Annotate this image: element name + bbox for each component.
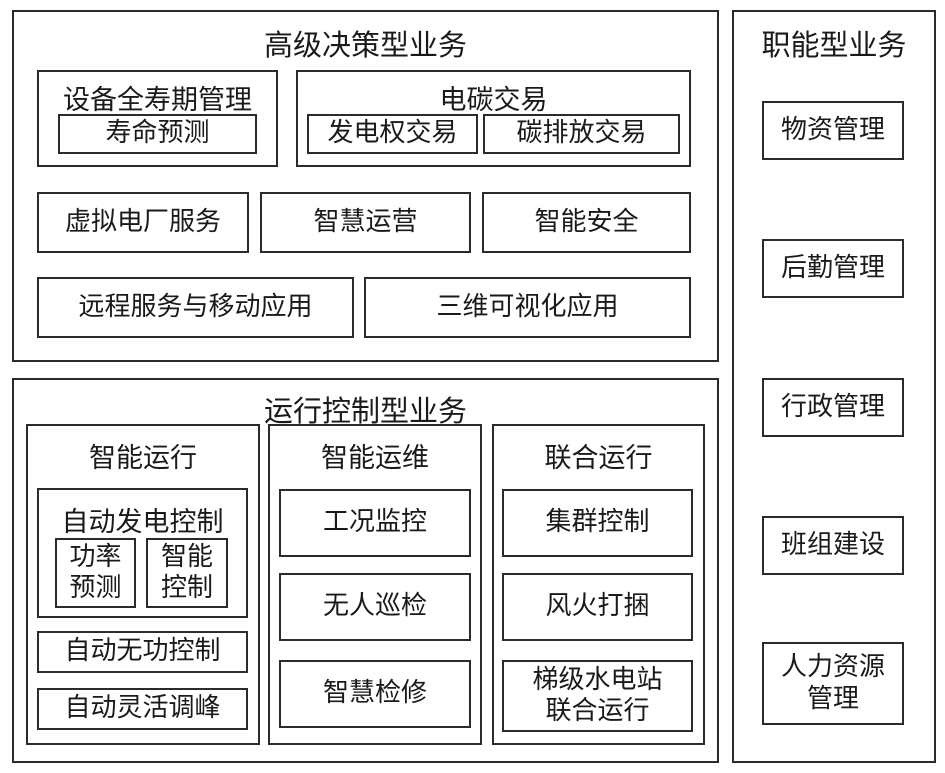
decision-business-title: 高级决策型业务 (263, 28, 467, 62)
condition-monitor-box: 工况监控 (279, 489, 471, 557)
power-forecast-box: 功率 预测 (55, 538, 136, 608)
functional-item-human-resources: 人力资源 管理 (762, 642, 904, 725)
cascade-hydro-box: 梯级水电站 联合运行 (502, 660, 693, 732)
peak-shaving-box: 自动灵活调峰 (37, 688, 248, 730)
life-prediction-box: 寿命预测 (58, 114, 257, 154)
carbon-emission-trading-box: 碳排放交易 (483, 114, 680, 154)
unmanned-patrol-box: 无人巡检 (279, 573, 471, 641)
joint-run-title: 联合运行 (544, 443, 653, 474)
power-carbon-trading-title: 电碳交易 (439, 85, 548, 116)
smart-maint-title: 智能运维 (321, 443, 429, 474)
virtual-power-plant-box: 虚拟电厂服务 (37, 192, 249, 253)
functional-business-title: 职能型业务 (761, 28, 907, 62)
smart-operation-box: 智慧运营 (260, 192, 471, 253)
intelligent-control-box: 智能 控制 (146, 538, 228, 608)
functional-item-logistics: 后勤管理 (762, 239, 904, 298)
3d-visualization-box: 三维可视化应用 (364, 277, 691, 338)
wind-thermal-box: 风火打捆 (502, 573, 693, 641)
smart-security-box: 智能安全 (482, 192, 691, 253)
agc-title: 自动发电控制 (61, 507, 224, 538)
functional-item-administration: 行政管理 (762, 378, 904, 437)
smart-run-title: 智能运行 (89, 443, 197, 474)
avc-box: 自动无功控制 (37, 631, 248, 673)
functional-item-materials: 物资管理 (762, 101, 904, 160)
smart-repair-box: 智慧检修 (279, 660, 471, 728)
functional-item-team-building: 班组建设 (762, 516, 904, 575)
equipment-lifecycle-title: 设备全寿期管理 (63, 85, 252, 116)
power-rights-trading-box: 发电权交易 (307, 114, 478, 154)
remote-mobile-box: 远程服务与移动应用 (37, 277, 354, 338)
cluster-control-box: 集群控制 (502, 489, 693, 557)
control-business-title: 运行控制型业务 (263, 394, 467, 428)
